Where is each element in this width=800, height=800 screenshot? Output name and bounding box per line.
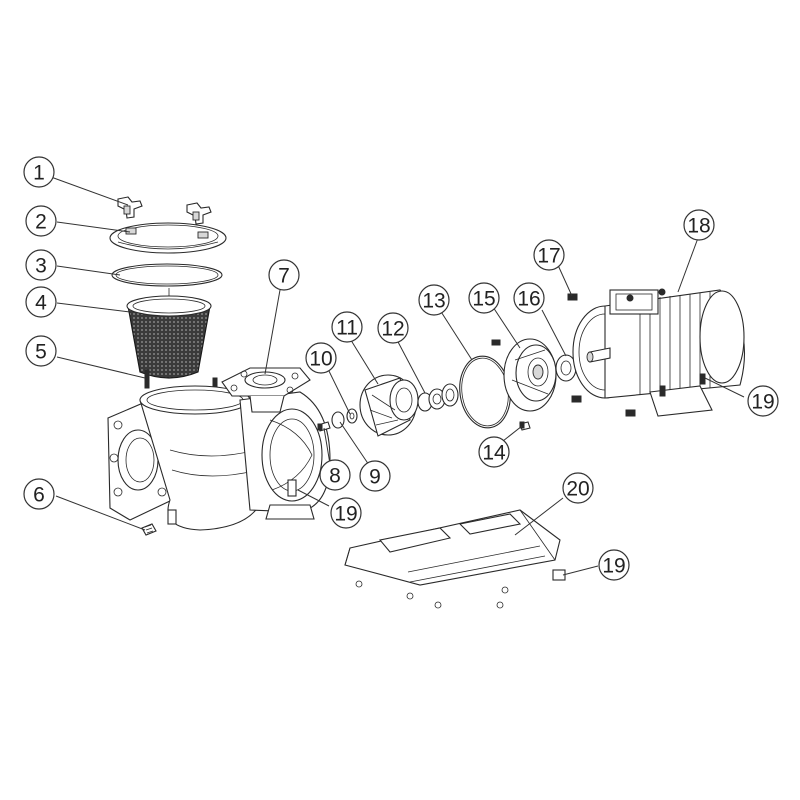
svg-text:17: 17 <box>537 245 560 268</box>
callout-18: 18 <box>683 209 715 241</box>
diffuser-screw <box>317 421 331 432</box>
callout-13: 13 <box>418 284 450 316</box>
svg-text:8: 8 <box>329 465 341 488</box>
strainer-basket <box>126 288 212 379</box>
callout-19-base: 19 <box>598 549 630 581</box>
callout-5: 5 <box>25 335 57 367</box>
svg-text:2: 2 <box>35 211 47 234</box>
svg-text:5: 5 <box>35 341 47 364</box>
callout-15: 15 <box>468 282 500 314</box>
leader-lines <box>50 176 745 576</box>
svg-text:4: 4 <box>35 292 47 315</box>
motor <box>572 288 746 417</box>
lid-o-ring <box>111 263 223 287</box>
seal-plate-screw <box>491 339 531 431</box>
drain-screw <box>141 523 157 536</box>
callout-17: 17 <box>533 239 565 271</box>
svg-text:3: 3 <box>35 255 47 278</box>
callout-19-housing: 19 <box>330 497 362 529</box>
callout-11: 11 <box>331 311 363 343</box>
svg-text:9: 9 <box>369 466 381 489</box>
svg-text:18: 18 <box>687 215 710 238</box>
callout-7: 7 <box>268 259 300 291</box>
svg-text:6: 6 <box>33 484 45 507</box>
callout-19-motor: 19 <box>747 385 779 417</box>
callout-14: 14 <box>478 436 510 468</box>
svg-text:7: 7 <box>278 265 290 288</box>
volute-o-ring <box>459 355 511 429</box>
callout-2: 2 <box>25 205 57 237</box>
svg-text:20: 20 <box>566 478 589 501</box>
callout-10: 10 <box>305 342 337 374</box>
svg-text:14: 14 <box>482 442 506 465</box>
mechanical-seal <box>417 383 459 412</box>
impeller <box>503 338 557 412</box>
svg-text:15: 15 <box>472 288 495 311</box>
washers <box>331 408 358 429</box>
svg-text:13: 13 <box>422 290 445 313</box>
svg-text:12: 12 <box>381 318 404 341</box>
callout-12: 12 <box>377 312 409 344</box>
base-plate <box>344 509 566 609</box>
svg-text:19: 19 <box>334 503 357 526</box>
svg-text:16: 16 <box>517 288 540 311</box>
callout-1: 1 <box>23 156 55 188</box>
svg-text:19: 19 <box>602 555 625 578</box>
motor-screws <box>567 293 636 417</box>
svg-text:10: 10 <box>309 348 332 371</box>
diffuser <box>359 374 419 437</box>
svg-text:1: 1 <box>33 162 45 185</box>
callout-8: 8 <box>319 459 351 491</box>
callout-6: 6 <box>23 478 55 510</box>
callout-4: 4 <box>25 286 57 318</box>
callout-16: 16 <box>513 282 545 314</box>
svg-text:19: 19 <box>751 391 774 414</box>
callout-3: 3 <box>25 249 57 281</box>
strainer-lid <box>109 222 227 254</box>
callout-9: 9 <box>359 460 391 492</box>
callout-20: 20 <box>562 472 594 504</box>
pump-housing <box>107 385 331 531</box>
lid-knobs <box>117 196 212 225</box>
svg-text:11: 11 <box>336 317 358 340</box>
outlet-flange <box>221 367 311 413</box>
